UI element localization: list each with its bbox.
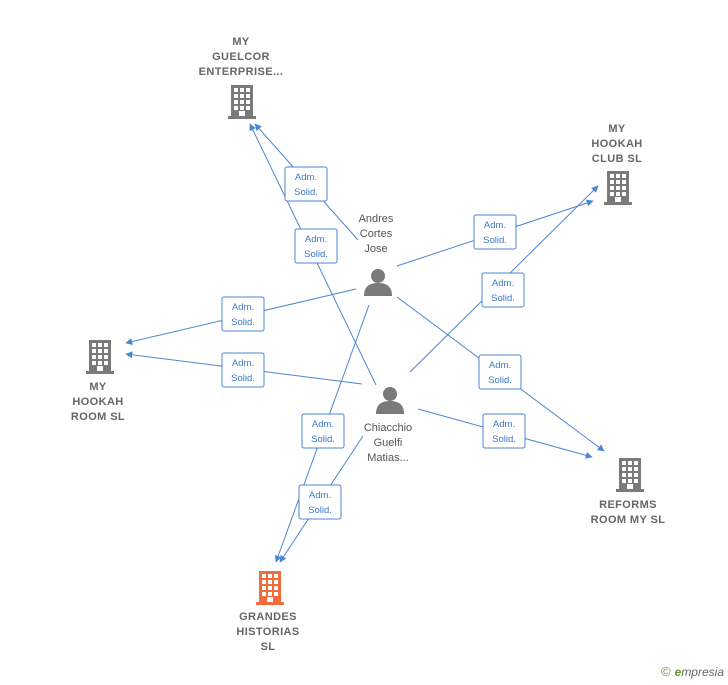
company-node-guelcor[interactable]: MY GUELCOR ENTERPRISE... [199,36,284,119]
person-icon [376,387,404,414]
relation-label-text: Solid. [492,434,516,445]
company-node-grandes[interactable]: GRANDES HISTORIAS SL [236,571,299,653]
relation-label-text: Solid. [483,235,507,246]
relation-label-text: Solid. [231,373,255,384]
node-label-line: SL [261,641,276,653]
building-icon [86,340,114,374]
relation-label-text: Solid. [308,505,332,516]
node-label-line: GRANDES [239,611,297,623]
relation-label-box [221,296,265,332]
node-label-line: Jose [364,243,387,255]
node-label-line: HISTORIAS [236,626,299,638]
relation-label-chiacchio-hookah_room[interactable]: Adm. Solid. [221,352,265,388]
node-label-line: MY [89,381,107,393]
building-icon [228,85,256,119]
company-node-hookah_club[interactable]: MY HOOKAH CLUB SL [591,123,642,205]
nodes-layer: MY GUELCOR ENTERPRISE... MY HOOKAH CLUB SL MY H… [71,36,665,653]
relation-label-text: Solid. [491,293,515,304]
node-label-line: MY [232,36,250,48]
building-icon [604,171,632,205]
relation-label-box [478,354,522,390]
relation-label-box [481,272,525,308]
node-label-line: HOOKAH [591,138,642,150]
node-label-line: ROOM MY SL [591,514,666,526]
building-icon [616,458,644,492]
relation-label-chiacchio-reforms[interactable]: Adm. Solid. [482,413,526,449]
relation-label-text: Adm. [493,419,515,430]
relation-label-text: Adm. [489,360,511,371]
node-label-line: GUELCOR [212,51,270,63]
relation-label-text: Adm. [312,419,334,430]
relation-label-chiacchio-grandes[interactable]: Adm. Solid. [298,484,342,520]
node-label-line: Andres [359,213,394,225]
node-label-line: Guelfi [374,437,403,449]
relation-label-box [482,413,526,449]
person-node-chiacchio[interactable]: ChiacchioGuelfiMatias... [364,387,412,464]
person-icon [364,269,392,296]
relation-label-box [473,214,517,250]
relation-label-text: Adm. [232,358,254,369]
relation-label-andres-grandes[interactable]: Adm. Solid. [301,413,345,449]
node-label-line: Matias... [367,452,409,464]
company-node-hookah_room[interactable]: MY HOOKAH ROOM SL [71,340,125,423]
node-label-line: Chiacchio [364,422,412,434]
relation-label-box [294,228,338,264]
node-label-line: REFORMS [599,499,657,511]
relation-label-box [301,413,345,449]
relation-label-box [298,484,342,520]
copyright-icon: © [661,664,671,679]
relation-label-chiacchio-guelcor[interactable]: Adm. Solid. [294,228,338,264]
node-label-line: ROOM SL [71,411,125,423]
relation-label-chiacchio-hookah_club[interactable]: Adm. Solid. [481,272,525,308]
edges-layer [125,123,605,563]
node-label-line: Cortes [360,228,393,240]
relation-label-text: Solid. [304,249,328,260]
relation-label-box [284,166,328,202]
node-label-line: MY [608,123,626,135]
relation-label-text: Adm. [305,234,327,245]
relation-label-text: Solid. [231,317,255,328]
relation-label-text: Solid. [488,375,512,386]
relation-label-andres-hookah_club[interactable]: Adm. Solid. [473,214,517,250]
relation-label-box [221,352,265,388]
relation-label-text: Adm. [492,278,514,289]
relation-label-text: Adm. [484,220,506,231]
brand-logo-initial: e [674,665,682,679]
brand-logo[interactable]: empresia [675,665,724,679]
node-label-line: CLUB SL [592,153,642,165]
brand-logo-rest: mpresia [681,665,724,679]
brand-footer: ©empresia [661,664,724,679]
node-label-line: HOOKAH [72,396,123,408]
relation-label-text: Solid. [294,187,318,198]
node-label-line: ENTERPRISE... [199,66,284,78]
building-icon [256,571,284,605]
company-node-reforms[interactable]: REFORMS ROOM MY SL [591,458,666,526]
relation-label-andres-hookah_room[interactable]: Adm. Solid. [221,296,265,332]
relation-label-text: Solid. [311,434,335,445]
relation-label-text: Adm. [232,302,254,313]
relation-label-text: Adm. [295,172,317,183]
relation-label-text: Adm. [309,490,331,501]
relation-label-andres-reforms[interactable]: Adm. Solid. [478,354,522,390]
edge-labels-layer: Adm. Solid. Adm. Solid. Adm. Solid. Adm. Solid.… [221,166,526,520]
relation-label-andres-guelcor[interactable]: Adm. Solid. [284,166,328,202]
